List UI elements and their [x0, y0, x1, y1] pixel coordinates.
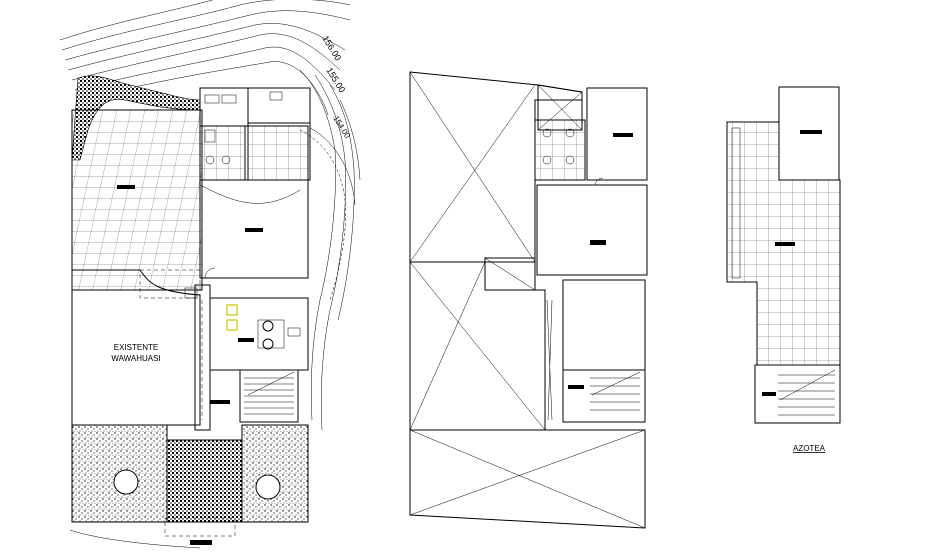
room-bedroom-1: [586, 87, 648, 181]
room-kitchen: [209, 297, 309, 371]
room-label-kitchen: [238, 338, 254, 342]
existing-label-line1: EXISTENTE: [114, 343, 158, 352]
site-plan: 156.00 155.00 154.00: [59, 0, 361, 549]
roof-stair: [754, 364, 841, 424]
room-label-living: [245, 228, 263, 232]
existing-label-line2: WAWAHUASI: [111, 354, 160, 363]
fixture-yellow-1: [226, 304, 238, 316]
front-garden-right: [241, 424, 309, 523]
tree-symbol-left: [113, 469, 139, 495]
tiled-patio: [71, 109, 203, 291]
entrance-label: [190, 540, 212, 545]
roof-terrace-plan: AZOTEA: [726, 86, 841, 453]
stair: [239, 369, 299, 423]
contour-label-3: 154.00: [331, 114, 352, 140]
room-living: [199, 179, 309, 279]
fixture-yellow-2: [226, 319, 238, 331]
room-label-patio: [117, 185, 135, 189]
front-garden-center: [166, 439, 243, 523]
driveway: [299, 129, 346, 301]
first-floor-plan: [409, 71, 648, 529]
existing-building: [71, 269, 201, 426]
building-upper: [199, 87, 311, 181]
tree-symbol-right: [255, 474, 281, 500]
azotea-caption: AZOTEA: [793, 444, 826, 453]
room-bedroom-2: [536, 184, 648, 276]
contour-label-1: 156.00: [320, 34, 343, 63]
contour-label-2: 155.00: [324, 66, 347, 95]
